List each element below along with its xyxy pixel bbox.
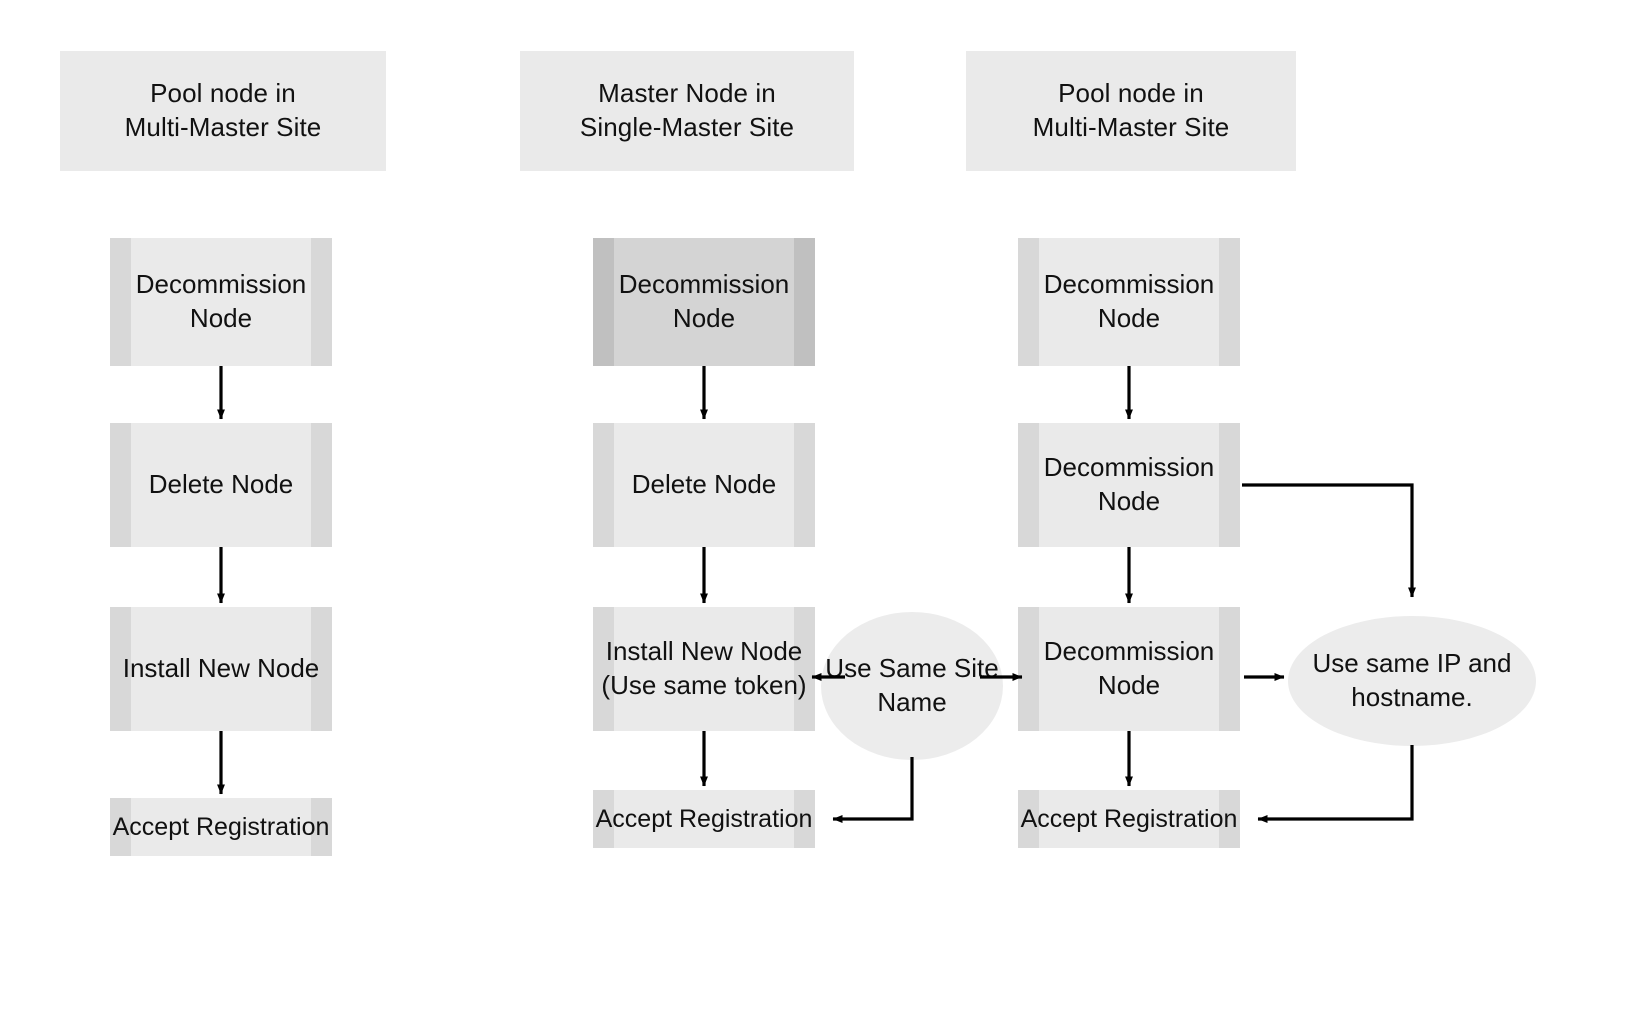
column-header-pool-node-multi-master-right: Pool node in Multi-Master Site — [966, 51, 1296, 171]
node-c2-decommission-node[interactable]: Decommission Node — [593, 238, 815, 366]
node-label: Install New Node (Use same token) — [601, 636, 807, 700]
node-c1-decommission-node[interactable]: Decommission Node — [110, 238, 332, 366]
annotation-label: Use same IP and hostname. — [1312, 648, 1512, 712]
node-label: Decommission Node — [135, 269, 307, 333]
node-c2-install-new-node[interactable]: Install New Node (Use same token) — [593, 607, 815, 731]
node-label: Accept Registration — [595, 804, 813, 833]
node-c1-install-new-node[interactable]: Install New Node — [110, 607, 332, 731]
node-c3-decommission-node-3[interactable]: Decommission Node — [1018, 607, 1240, 731]
node-label: Install New Node — [122, 653, 320, 684]
node-c1-delete-node[interactable]: Delete Node — [110, 423, 332, 547]
column-header-pool-node-multi-master-left: Pool node in Multi-Master Site — [60, 51, 386, 171]
node-label: Accept Registration — [112, 812, 330, 841]
node-c3-decommission-node-2[interactable]: Decommission Node — [1018, 423, 1240, 547]
node-label: Decommission Node — [1043, 452, 1215, 516]
annotation-use-same-ip-and-hostname: Use same IP and hostname. — [1288, 616, 1536, 746]
connector-note-ip-to-c3-s4 — [1257, 745, 1414, 823]
annotation-use-same-site-name: Use Same Site Name — [821, 612, 1003, 760]
node-label: Delete Node — [148, 469, 294, 500]
node-label: Accept Registration — [1020, 804, 1238, 833]
node-label: Delete Node — [631, 469, 777, 500]
node-c1-accept-registration[interactable]: Accept Registration — [110, 798, 332, 856]
node-label: Decommission Node — [1043, 269, 1215, 333]
annotation-label: Use Same Site Name — [825, 653, 999, 717]
node-c2-delete-node[interactable]: Delete Node — [593, 423, 815, 547]
node-c3-accept-registration[interactable]: Accept Registration — [1018, 790, 1240, 848]
node-c3-decommission-node-1[interactable]: Decommission Node — [1018, 238, 1240, 366]
connector-note-site-name-to-c2-s4 — [832, 757, 914, 823]
node-label: Decommission Node — [618, 269, 790, 333]
connector-c3-s2-to-note-ip — [1242, 483, 1416, 598]
node-c2-accept-registration[interactable]: Accept Registration — [593, 790, 815, 848]
node-label: Decommission Node — [1043, 636, 1215, 700]
column-header-master-node-single-master: Master Node in Single-Master Site — [520, 51, 854, 171]
